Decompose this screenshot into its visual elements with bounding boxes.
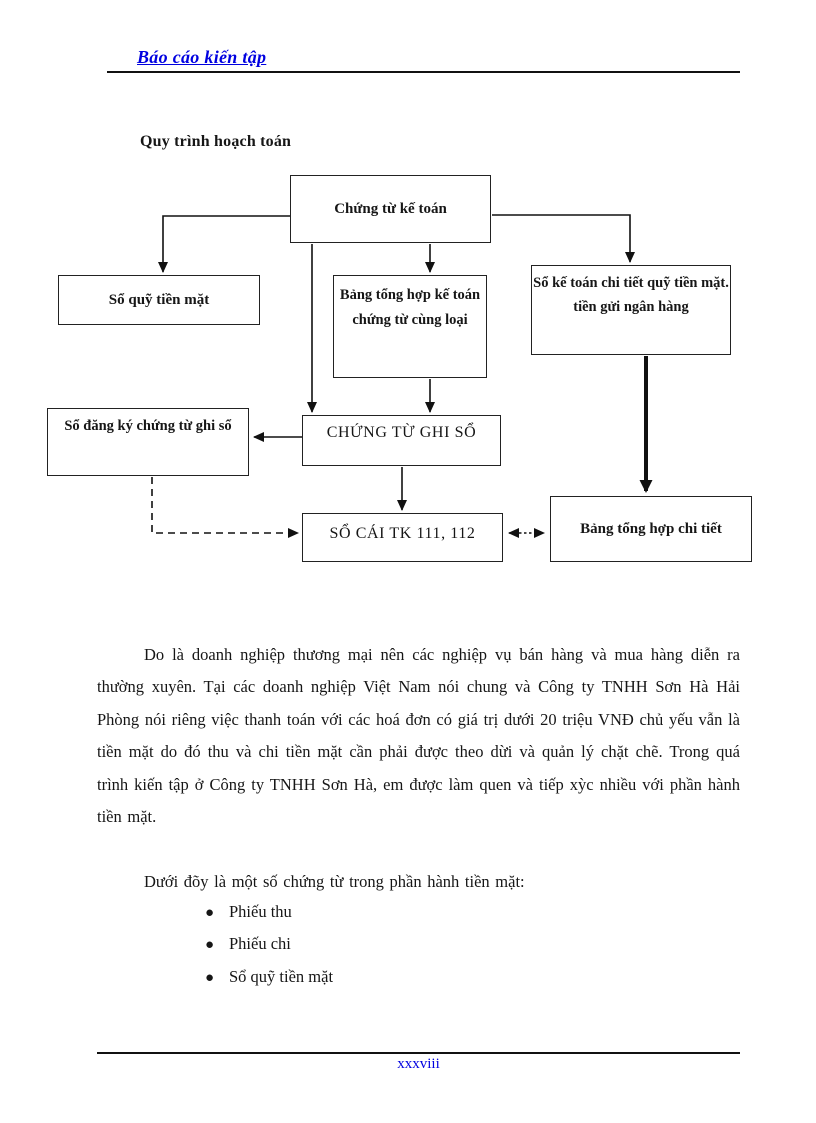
- list-item-label: Phiếu chi: [229, 934, 291, 954]
- flowchart-box-bang-tong-hop-ke-toan: Bảng tổng hợp kế toán chứng từ cùng loại: [333, 275, 487, 378]
- list-item-label: Sổ quỹ tiền mặt: [229, 966, 334, 986]
- flowchart-box-label: Chứng từ kế toán: [334, 200, 447, 217]
- flowchart-box-so-ke-toan-chi-tiet: Sổ kế toán chi tiết quỹ tiền mặt. tiền g…: [531, 265, 731, 355]
- flowchart-box-label: Sổ đăng ký chứng từ ghi sổ: [64, 418, 232, 434]
- flowchart-box-label: CHỨNG TỪ GHI SỔ: [326, 424, 477, 441]
- list-item: ● Phiếu thu: [205, 897, 740, 929]
- body-paragraph-2: Dưới đõy là một số chứng từ trong phần h…: [144, 872, 525, 891]
- report-header-title: Báo cáo kiến tập: [137, 47, 267, 67]
- connector-chungtu-to-soketoanchitiet: [492, 214, 635, 263]
- flowchart-box-label: Bảng tổng hợp chi tiết: [580, 520, 722, 537]
- list-item-label: Phiếu thu: [229, 902, 292, 921]
- section-title: Quy trình hoạch toán: [140, 133, 292, 150]
- header-rule: [107, 71, 740, 74]
- bullet-icon: ●: [205, 969, 215, 986]
- flowchart-box-label: Bảng tổng hợp kế toán chứng từ cùng loại: [339, 287, 481, 328]
- bullet-icon: ●: [205, 937, 215, 954]
- flowchart-box-so-cai: SỔ CÁI TK 111, 112: [302, 513, 503, 562]
- connector-chungtu-to-soquy: [158, 215, 291, 273]
- flowchart-box-so-dang-ky: Sổ đăng ký chứng từ ghi sổ: [47, 408, 249, 476]
- connector-dashed-sodangky-to-socai: [151, 477, 299, 538]
- flowchart-box-bang-tong-hop-chi-tiet: Bảng tổng hợp chi tiết: [550, 496, 752, 562]
- footer-page-number: xxxviii: [397, 1056, 440, 1072]
- bullet-icon: ●: [205, 905, 215, 921]
- flowchart-box-chung-tu-ghi-so: CHỨNG TỪ GHI SỔ: [302, 415, 501, 466]
- bullet-list: ● Phiếu thu ● Phiếu chi ● Sổ quỹ tiền mặ…: [97, 897, 740, 994]
- flowchart-box-chung-tu-ke-toan: Chứng từ kế toán: [290, 175, 491, 243]
- flowchart-box-label: Sổ quỹ tiền mặt: [108, 291, 210, 308]
- footer-rule: [97, 1052, 740, 1055]
- flowchart-box-label: SỔ CÁI TK 111, 112: [329, 525, 476, 542]
- list-item: ● Sổ quỹ tiền mặt: [205, 962, 740, 994]
- list-item: ● Phiếu chi: [205, 929, 740, 961]
- body-paragraph-1: Do là doanh nghiệp thương mại nên các ng…: [97, 645, 740, 827]
- flowchart-box-label: Sổ kế toán chi tiết quỹ tiền mặt. tiền g…: [533, 275, 729, 315]
- flowchart-box-so-quy-tien-mat: Sổ quỹ tiền mặt: [58, 275, 260, 325]
